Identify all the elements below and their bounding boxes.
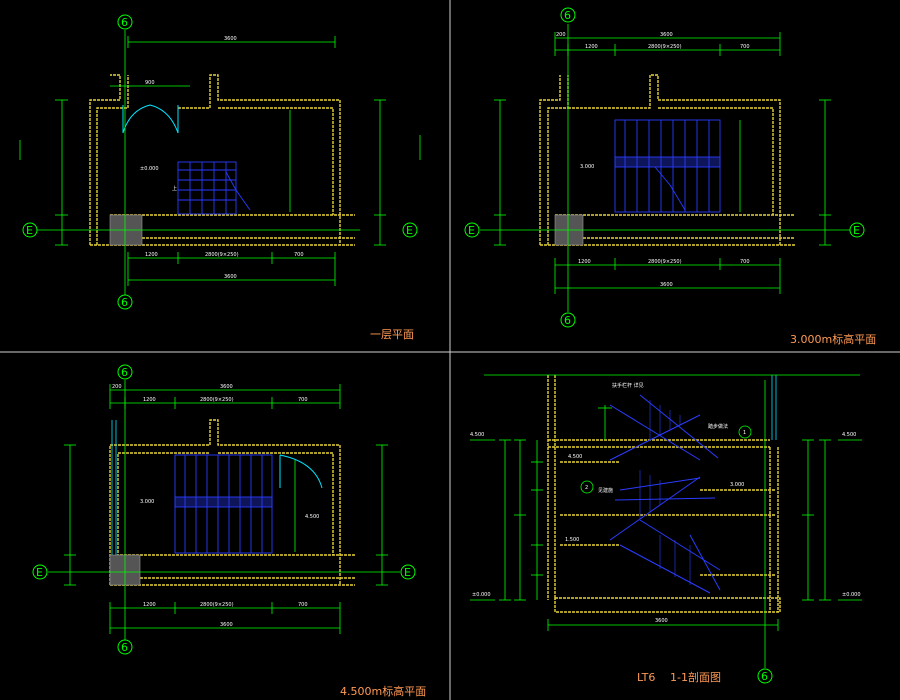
elev-base-right: ±0.000 xyxy=(842,592,861,598)
title-plan-3: 4.500m标高平面 xyxy=(340,684,426,698)
dim-stair-run: 2800(9×250) xyxy=(205,252,239,258)
elev-markers xyxy=(470,439,862,601)
walls xyxy=(547,375,781,613)
grid-label-e-right: E xyxy=(404,566,411,579)
dim-lines xyxy=(480,24,850,312)
elev-landing-3000: 3.000 xyxy=(730,482,744,488)
note-rail-3: 见建施 xyxy=(598,487,613,494)
stair-up-note: 上 xyxy=(172,185,177,192)
grid-label-6-bottom: 6 xyxy=(564,314,571,327)
note-rail-1: 扶手栏杆 详见 xyxy=(612,382,644,389)
dim-left-seg-top: 1200 xyxy=(143,397,156,403)
rail-lines-left xyxy=(111,420,117,555)
stair xyxy=(614,119,721,213)
grid-bubbles xyxy=(22,14,418,310)
elev-ground: ±0.000 xyxy=(140,166,159,172)
grid-label-6-bottom: 6 xyxy=(121,296,128,309)
dim-small-top: 200 xyxy=(556,32,566,38)
dim-right-seg-bottom: 700 xyxy=(740,259,750,265)
dim-lines xyxy=(484,374,860,668)
dim-left-seg-bottom: 1200 xyxy=(143,602,156,608)
title-plan-1: 一层平面 xyxy=(370,328,414,341)
elev-4500-floor: 4.500 xyxy=(305,514,319,520)
grid-label-e-left: E xyxy=(468,224,475,237)
walls xyxy=(109,419,355,586)
dim-stair-run-top: 2800(9×250) xyxy=(648,44,682,50)
grid-label-e-right: E xyxy=(406,224,413,237)
title-section-code: LT6 xyxy=(637,671,655,684)
grid-bubbles xyxy=(32,364,416,655)
grid-label-6-top: 6 xyxy=(121,16,128,29)
stair xyxy=(174,454,273,554)
plan-ground-floor: 6 6 E E 3600 900 1200 2800(9×250) 700 36… xyxy=(19,14,421,341)
grid-bubbles xyxy=(757,668,773,684)
rail-hatch xyxy=(639,400,691,585)
note-rail-2: 踏步做法 xyxy=(708,423,728,430)
dim-overall-bottom: 3600 xyxy=(224,274,237,280)
door-swing xyxy=(122,104,179,134)
dim-right-seg-top: 700 xyxy=(740,44,750,50)
dim-lines xyxy=(19,30,421,295)
dim-lines xyxy=(48,380,400,640)
callout-number-1: 1 xyxy=(743,430,746,436)
rail-lines-right xyxy=(771,375,777,440)
dim-left-seg-bottom: 1200 xyxy=(578,259,591,265)
dim-overall-bottom: 3600 xyxy=(660,282,673,288)
title-plan-2: 3.000m标高平面 xyxy=(790,332,876,346)
dim-stair-run-bottom: 2800(9×250) xyxy=(200,602,234,608)
dim-overall-bottom: 3600 xyxy=(220,622,233,628)
callout-number-2: 2 xyxy=(585,485,588,491)
elev-base-left: ±0.000 xyxy=(472,592,491,598)
dim-overall-top: 3600 xyxy=(660,32,673,38)
elev-landing-4500: 4.500 xyxy=(568,454,582,460)
door-swing xyxy=(279,454,323,489)
detail-callouts xyxy=(580,405,752,494)
stair xyxy=(177,161,251,215)
section-1-1: 6 4.500 4.500 ±0.000 ±0.000 1.500 3.000 … xyxy=(470,374,862,684)
dim-stair-run-top: 2800(9×250) xyxy=(200,397,234,403)
elev-landing-1500: 1.500 xyxy=(565,537,579,543)
grid-label-e-left: E xyxy=(26,224,33,237)
dim-overall-top: 3600 xyxy=(224,36,237,42)
plan-4500: 6 6 E E 200 3600 1200 2800(9×250) 700 12… xyxy=(32,364,426,698)
grid-label-6-top: 6 xyxy=(121,366,128,379)
dim-overall-top: 3600 xyxy=(220,384,233,390)
elev-3000-landing: 3.000 xyxy=(140,499,154,505)
grid-label-6-bottom: 6 xyxy=(121,641,128,654)
stair-flights xyxy=(609,394,721,594)
grid-bubbles xyxy=(464,7,865,328)
plan-3000: 6 6 E E 200 3600 1200 2800(9×250) 700 12… xyxy=(464,7,876,346)
grid-label-6-top: 6 xyxy=(564,9,571,22)
dim-right-seg-bottom: 700 xyxy=(298,602,308,608)
title-section-name: 1-1剖面图 xyxy=(670,670,721,684)
dim-right-seg: 700 xyxy=(294,252,304,258)
dim-stair-run-bottom: 2800(9×250) xyxy=(648,259,682,265)
elev-3000-plan: 3.000 xyxy=(580,164,594,170)
elev-roof-right: 4.500 xyxy=(842,432,856,438)
grid-label-e-left: E xyxy=(36,566,43,579)
dim-left-seg: 1200 xyxy=(145,252,158,258)
dim-door-width: 900 xyxy=(145,80,155,86)
dim-left-seg-top: 1200 xyxy=(585,44,598,50)
elev-roof-left: 4.500 xyxy=(470,432,484,438)
grid-label-6-section: 6 xyxy=(761,670,768,683)
dim-small-top: 200 xyxy=(112,384,122,390)
dim-right-seg-top: 700 xyxy=(298,397,308,403)
walls xyxy=(89,74,355,246)
dim-section-overall: 3600 xyxy=(655,618,668,624)
grid-label-e-right: E xyxy=(853,224,860,237)
